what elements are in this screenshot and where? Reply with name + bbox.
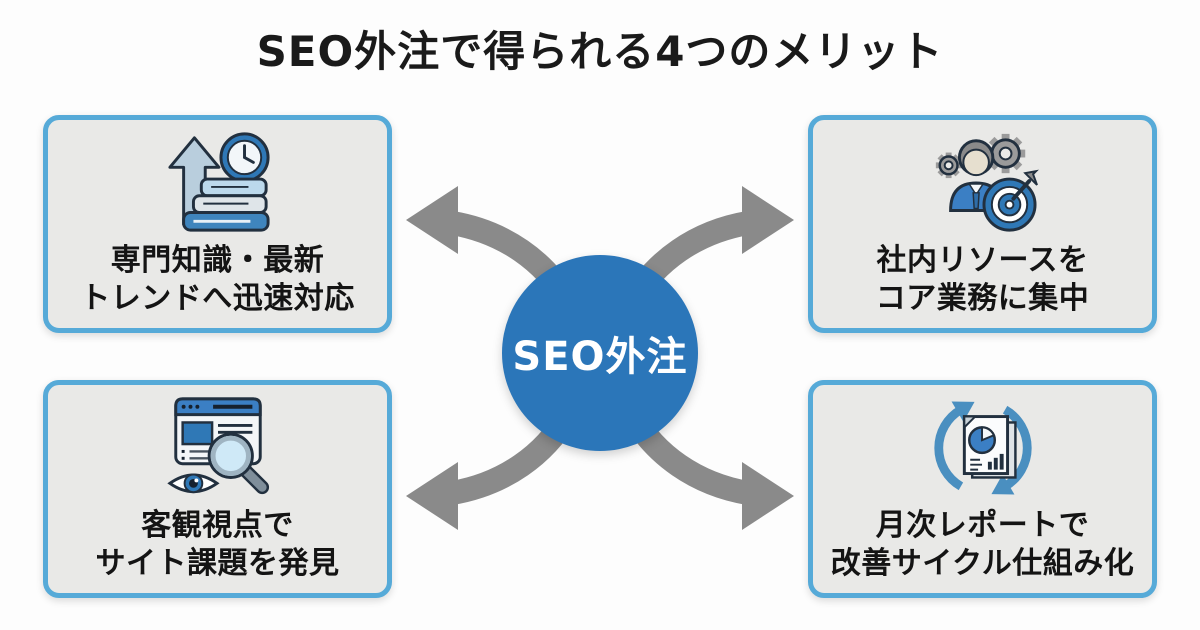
benefit-line-1: 専門知識・最新 bbox=[110, 243, 325, 278]
benefit-card-bottom-left: 客観視点で サイト課題を発見 bbox=[43, 380, 392, 598]
page-title: SEO外注で得られる4つのメリット bbox=[256, 27, 944, 76]
report-cycle-icon bbox=[933, 401, 1032, 495]
arrow-bottom-right bbox=[622, 409, 794, 530]
center-label: SEO外注 bbox=[512, 334, 688, 380]
benefit-label: 客観視点で サイト課題を発見 bbox=[96, 507, 340, 583]
benefit-label: 月次レポートで 改善サイクル仕組み化 bbox=[831, 507, 1135, 583]
benefit-line-2: サイト課題を発見 bbox=[95, 546, 340, 581]
benefit-line-1: 月次レポートで bbox=[875, 508, 1090, 543]
center-circle: SEO外注 bbox=[502, 255, 698, 451]
gear-large bbox=[985, 133, 1025, 174]
benefit-card-top-right: 社内リソースを コア業務に集中 bbox=[808, 115, 1157, 333]
person-gears-target-icon bbox=[935, 133, 1039, 232]
benefit-card-bottom-right: 月次レポートで 改善サイクル仕組み化 bbox=[808, 380, 1157, 598]
benefit-label: 専門知識・最新 トレンドへ迅速対応 bbox=[80, 242, 355, 318]
benefit-line-1: 社内リソースを bbox=[876, 243, 1089, 278]
browser-magnifier-eye-icon bbox=[166, 397, 269, 495]
benefit-line-2: トレンドへ迅速対応 bbox=[80, 281, 355, 316]
benefit-line-2: 改善サイクル仕組み化 bbox=[830, 546, 1135, 581]
benefit-label: 社内リソースを コア業務に集中 bbox=[876, 242, 1090, 318]
benefit-line-1: 客観視点で bbox=[141, 508, 294, 543]
benefit-card-top-left: 専門知識・最新 トレンドへ迅速対応 bbox=[43, 115, 392, 333]
benefit-line-2: コア業務に集中 bbox=[875, 281, 1090, 316]
gear-small bbox=[935, 152, 961, 179]
books-arrow-clock-icon bbox=[167, 132, 270, 232]
